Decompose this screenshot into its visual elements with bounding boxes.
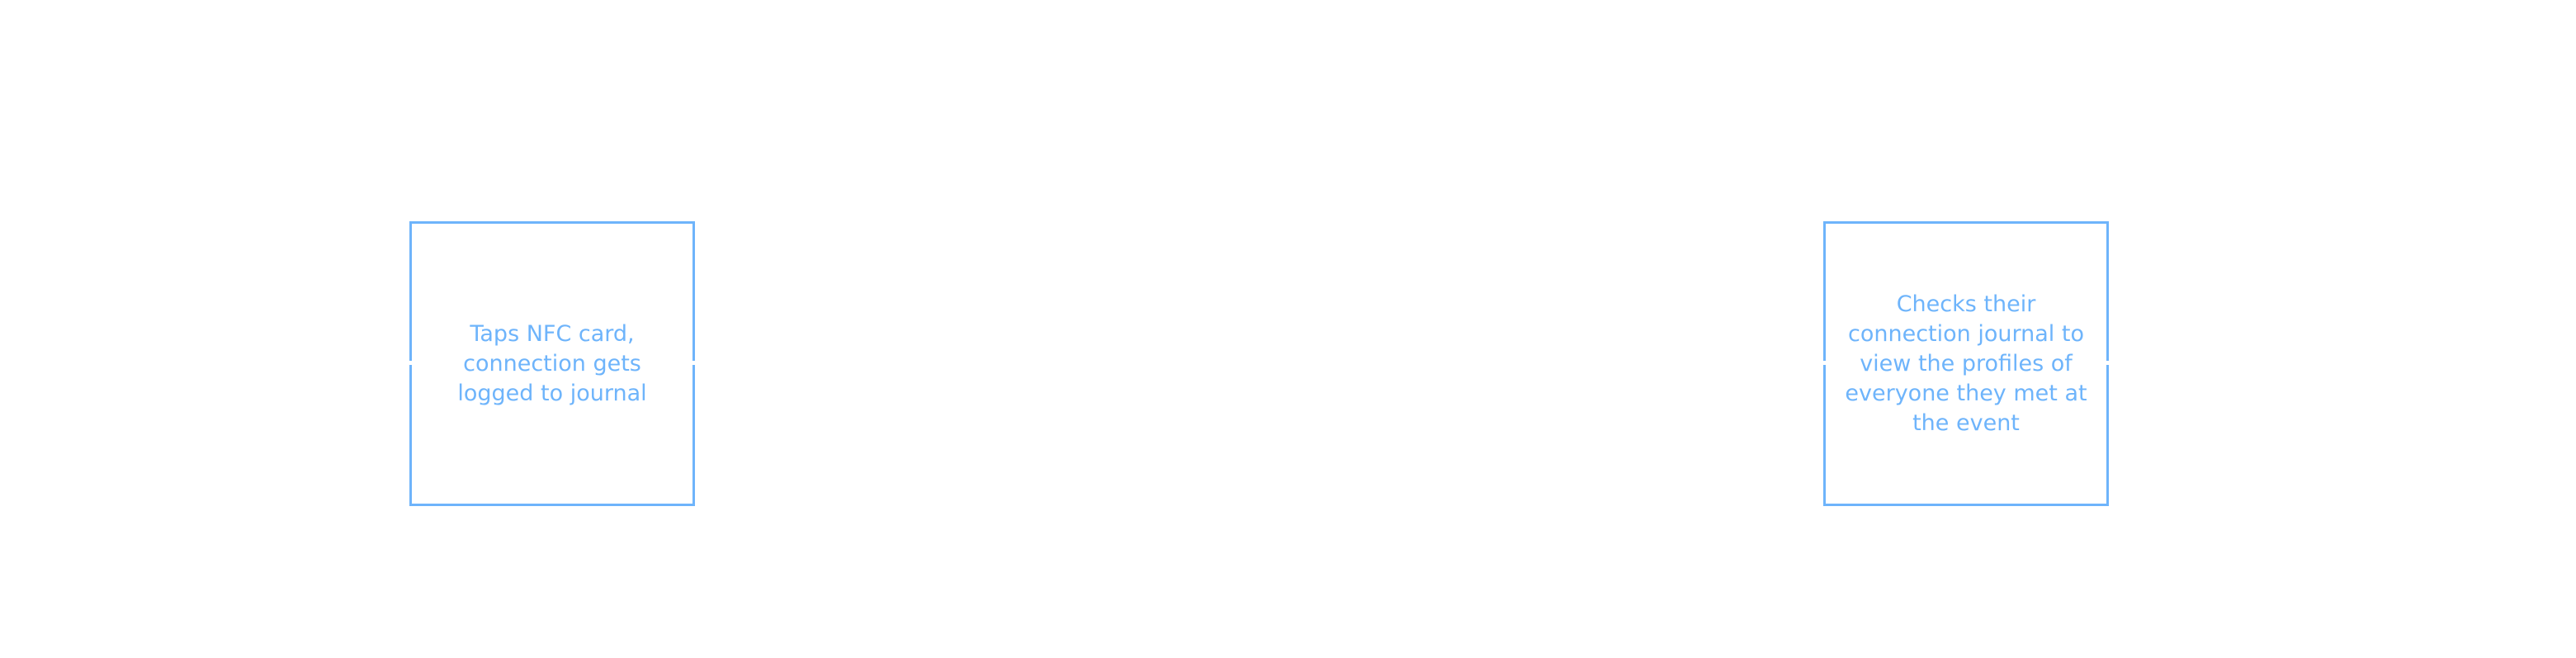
- connector-notch-right: [2106, 361, 2111, 365]
- step-card-journal-check: Checks their connection journal to view …: [1823, 221, 2109, 506]
- step-text-journal-check: Checks their connection journal to view …: [1845, 291, 2087, 436]
- step-text-nfc-tap: Taps NFC card, connection gets logged to…: [457, 320, 647, 406]
- connector-notch-left: [1822, 361, 1827, 365]
- connector-notch-left: [408, 361, 414, 365]
- step-card-nfc-tap: Taps NFC card, connection gets logged to…: [409, 221, 695, 506]
- connector-notch-right: [692, 361, 697, 365]
